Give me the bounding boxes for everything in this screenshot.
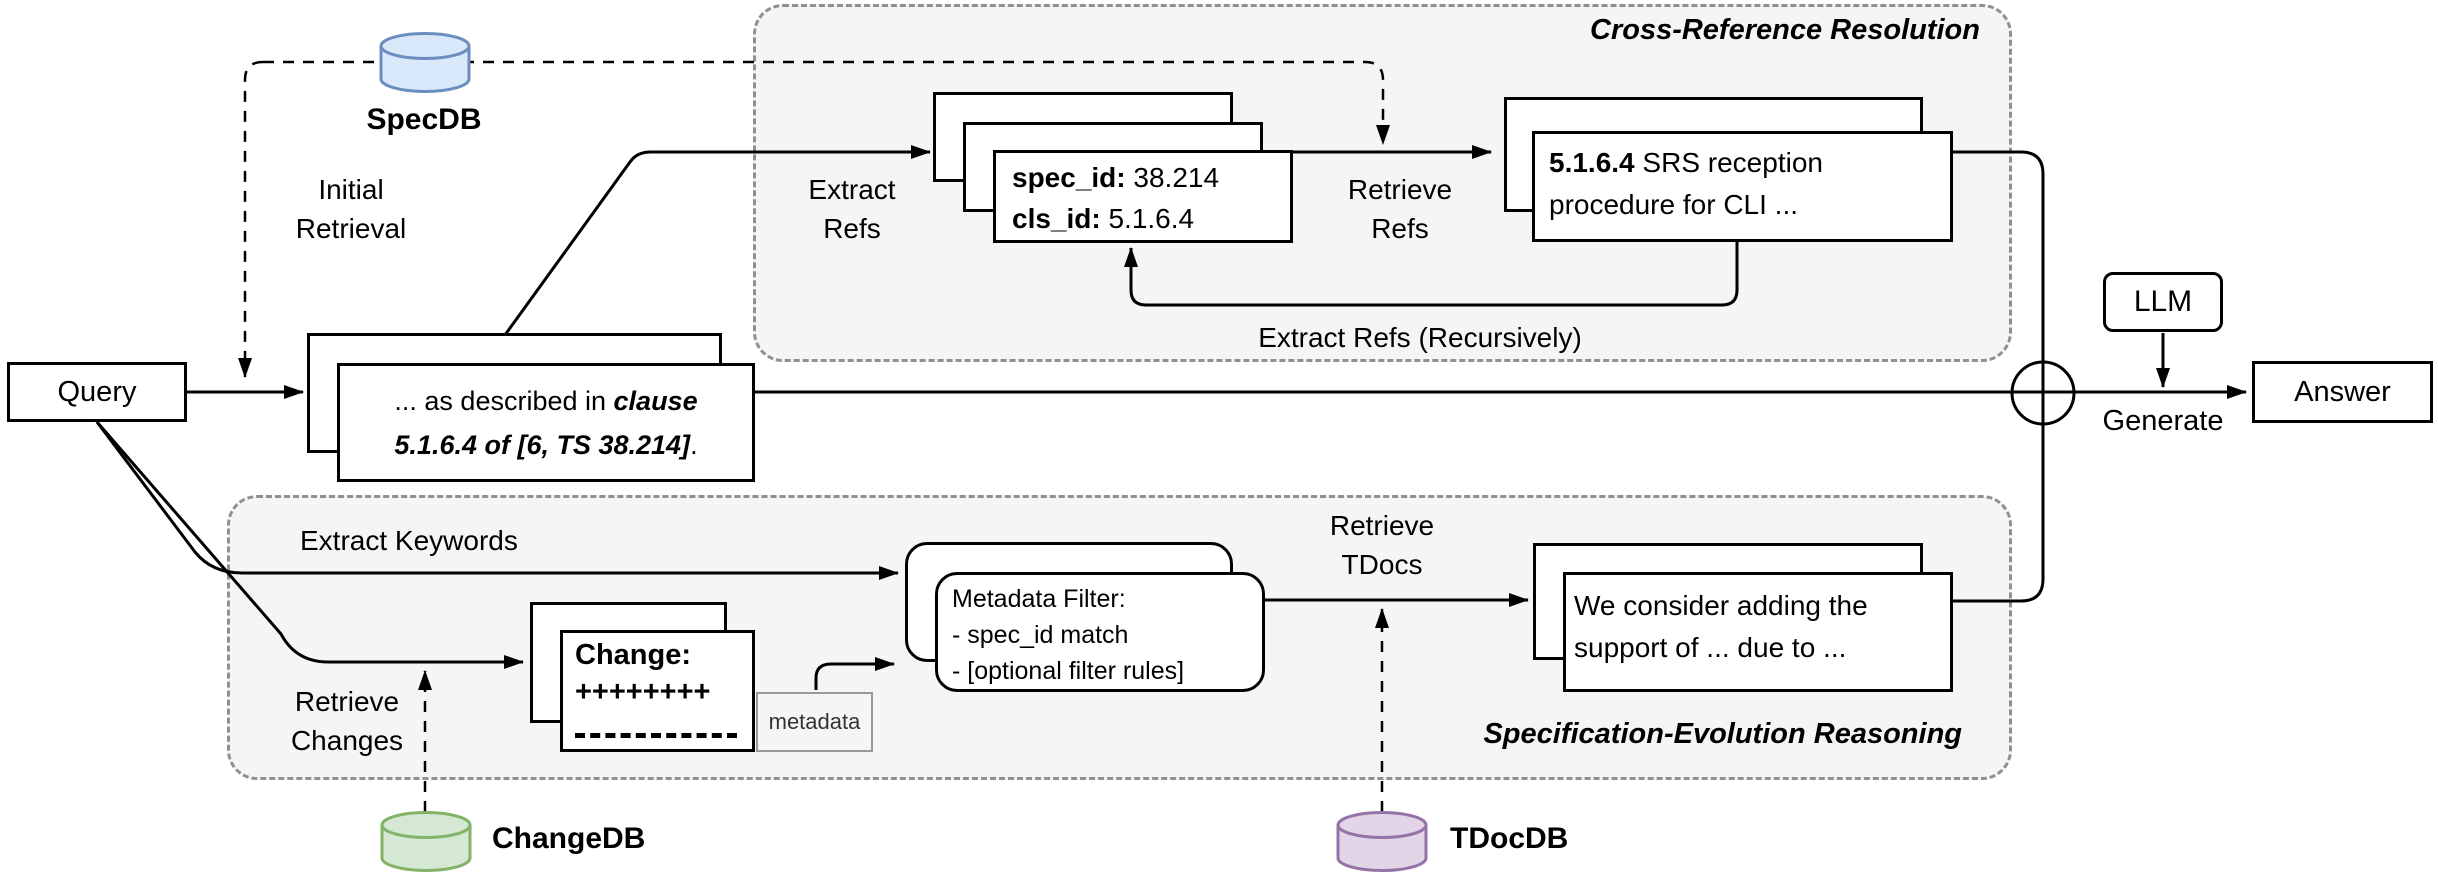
change-doc: Change: ++++++++ bbox=[560, 630, 755, 752]
cylinder-body bbox=[1336, 811, 1428, 872]
tdoc-doc-line2: support of ... due to ... bbox=[1574, 632, 1847, 663]
arrow-extract-refs-recursive bbox=[1124, 242, 1739, 307]
retrieve-tdocs-line2: TDocs bbox=[1341, 549, 1423, 580]
metadata-tag: metadata bbox=[756, 692, 873, 752]
arrow-extract-keywords bbox=[95, 421, 899, 580]
retrieve-changes-line1: Retrieve bbox=[294, 686, 400, 717]
arrow-retrieve-changes bbox=[95, 421, 524, 669]
initial-retrieval-label: Initial Retrieval bbox=[260, 170, 442, 248]
ref-id-doc: spec_id: 38.214 cls_id: 5.1.6.4 bbox=[993, 150, 1293, 243]
cylinder-top bbox=[379, 45, 471, 60]
line-merge-branches bbox=[1953, 150, 2045, 603]
metadata-filter-line2: - spec_id match bbox=[952, 621, 1129, 649]
retrieve-changes-line2: Changes bbox=[290, 725, 404, 756]
extract-refs-line1: Extract bbox=[808, 174, 896, 205]
answer-label: Answer bbox=[2294, 375, 2391, 408]
dashed-arrow-specdb-retrieve-refs bbox=[263, 60, 1390, 145]
ref-id-cls-line: cls_id: 5.1.6.4 bbox=[1012, 203, 1195, 234]
resolved-ref-line1: 5.1.6.4 SRS reception bbox=[1549, 147, 1823, 178]
cylinder-top bbox=[1336, 824, 1428, 839]
query-node: Query bbox=[7, 362, 187, 422]
extract-refs-recursively-label: Extract Refs (Recursively) bbox=[1258, 322, 1582, 353]
retrieved-clause-doc: ... as described in clause 5.1.6.4 of [6… bbox=[337, 363, 755, 482]
tdoc-db-icon bbox=[1336, 811, 1428, 872]
clause-doc-line1: ... as described in clause bbox=[394, 385, 698, 416]
ref-id-spec-line: spec_id: 38.214 bbox=[1012, 162, 1220, 193]
tdoc-doc-line1: We consider adding the bbox=[1574, 590, 1868, 621]
spec-db-label: SpecDB bbox=[366, 103, 482, 136]
retrieve-changes-label: Retrieve Changes bbox=[262, 682, 432, 760]
change-doc-title: Change: bbox=[575, 639, 691, 671]
metadata-filter-line1: Metadata Filter: bbox=[952, 585, 1126, 613]
cylinder-top bbox=[380, 824, 472, 839]
specification-evolution-title: Specification-Evolution Reasoning bbox=[1483, 718, 1962, 750]
extract-refs-line2: Refs bbox=[823, 213, 881, 244]
metadata-tag-label: metadata bbox=[768, 709, 861, 734]
resolved-ref-doc: 5.1.6.4 SRS reception procedure for CLI … bbox=[1532, 131, 1953, 242]
merge-junction-icon bbox=[2010, 360, 2076, 426]
metadata-filter: Metadata Filter: - spec_id match - [opti… bbox=[935, 572, 1265, 692]
metadata-filter-line3: - [optional filter rules] bbox=[952, 657, 1185, 685]
generate-label: Generate bbox=[2102, 405, 2224, 437]
llm-label: LLM bbox=[2133, 285, 2193, 318]
initial-retrieval-line1: Initial bbox=[318, 174, 384, 205]
change-db-icon bbox=[380, 811, 472, 872]
resolved-ref-line2: procedure for CLI ... bbox=[1549, 189, 1799, 220]
cylinder-body bbox=[379, 32, 471, 93]
dashed-arrow-specdb-initial-retrieval bbox=[238, 60, 264, 378]
tdoc-db-label: TDocDB bbox=[1450, 822, 1569, 855]
change-db-label: ChangeDB bbox=[492, 822, 646, 855]
retrieve-refs-label: Retrieve Refs bbox=[1325, 170, 1475, 248]
answer-node: Answer bbox=[2252, 361, 2433, 423]
extract-keywords-label: Extract Keywords bbox=[300, 525, 518, 556]
cross-reference-resolution-title: Cross-Reference Resolution bbox=[1590, 14, 1980, 46]
extract-refs-label: Extract Refs bbox=[790, 170, 914, 248]
initial-retrieval-line2: Retrieval bbox=[295, 213, 407, 244]
retrieve-refs-line1: Retrieve bbox=[1347, 174, 1453, 205]
clause-doc-line2: 5.1.6.4 of [6, TS 38.214]. bbox=[394, 429, 698, 460]
retrieve-tdocs-line1: Retrieve bbox=[1329, 510, 1435, 541]
llm-node: LLM bbox=[2103, 272, 2223, 332]
change-doc-deletions-dashes bbox=[575, 733, 737, 738]
tdoc-doc: We consider adding the support of ... du… bbox=[1563, 572, 1953, 692]
retrieve-tdocs-label: Retrieve TDocs bbox=[1308, 506, 1456, 584]
spec-db-icon bbox=[379, 32, 471, 93]
arrow-metadata-to-filter bbox=[814, 657, 895, 690]
arrow-extract-refs bbox=[503, 145, 931, 336]
retrieve-refs-line2: Refs bbox=[1371, 213, 1429, 244]
query-label: Query bbox=[57, 375, 137, 408]
change-doc-additions: ++++++++ bbox=[575, 676, 711, 708]
cylinder-body bbox=[380, 811, 472, 872]
